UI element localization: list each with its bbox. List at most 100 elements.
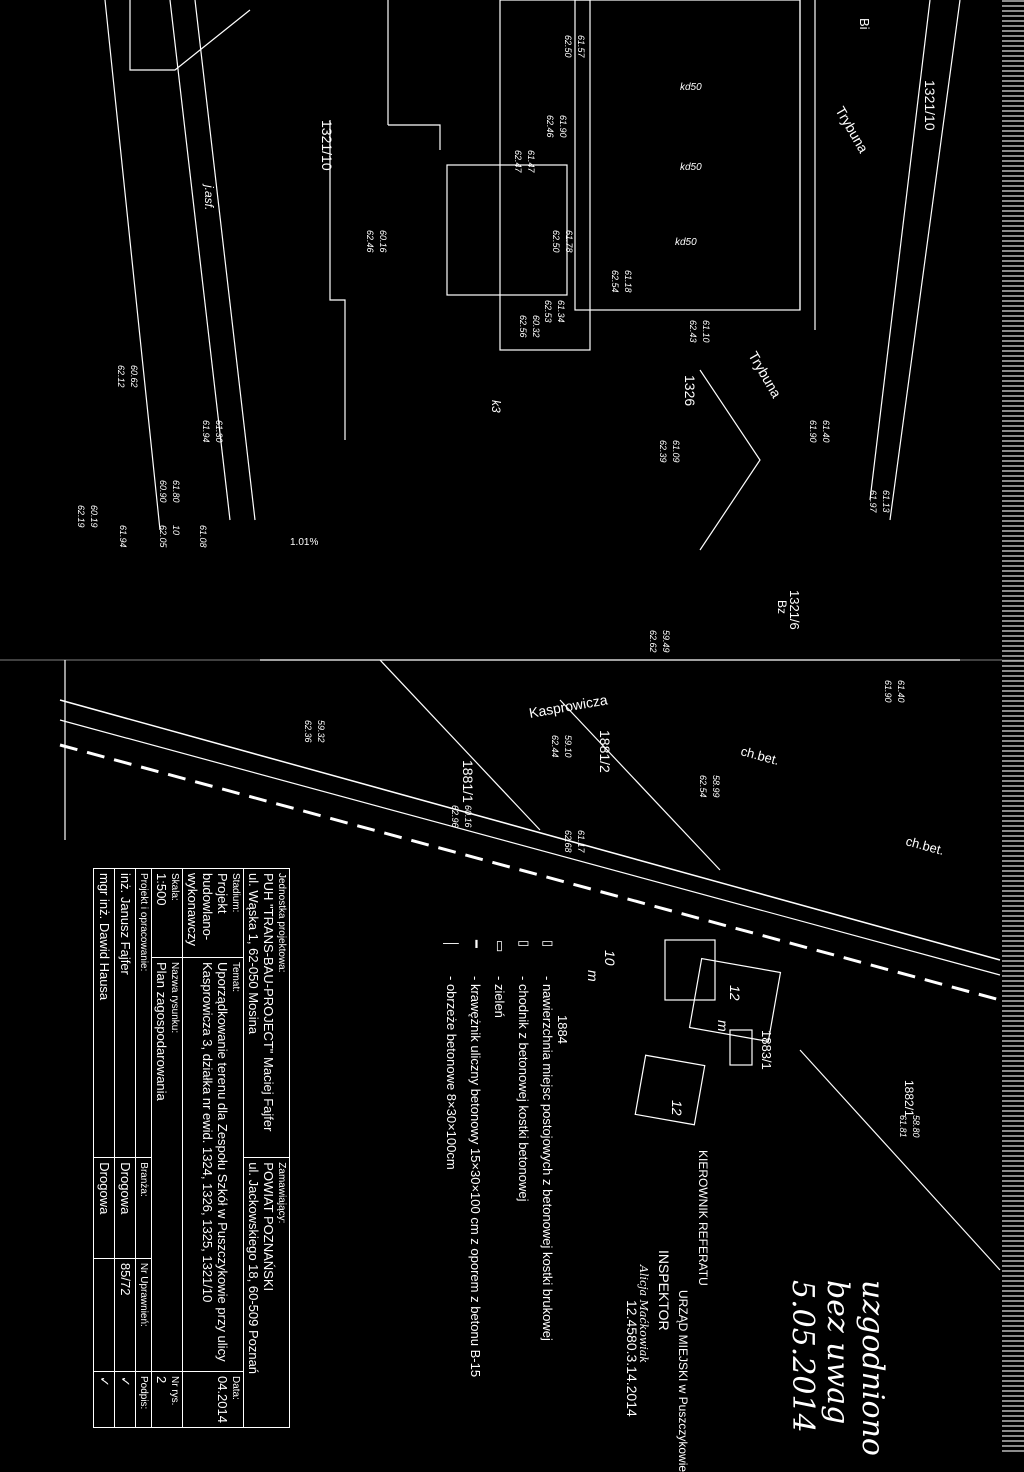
elevation-value: 61.90 [558, 115, 568, 138]
elevation-value: 61.18 [623, 270, 633, 293]
elevation-value: 61.17 [576, 830, 586, 854]
parcel-bi: Bi [857, 18, 872, 30]
legend-text: - nawierzchnia miejsc postojowych z beto… [540, 976, 556, 1341]
elevation-value: 59.32 [316, 720, 326, 743]
legend-item: ▯- chodnik z betonowej kostki betonowej [512, 940, 536, 1460]
legend: ▯ - nawierzchnia miejsc postojowych z bet… [440, 940, 560, 1460]
feature-label: k3 [489, 400, 503, 413]
elevation-value: 62.46 [545, 115, 555, 138]
author-name: mgr inż. Dawid Hausa [93, 868, 115, 1158]
stage-value: Projekt budowlano-wykonawczy [185, 873, 230, 946]
topic-label: Temat: [230, 962, 241, 993]
legend-item: ━ - krawężnik uliczny betonowy 15×30×100 … [464, 940, 488, 1460]
elevation-value: 60.62 [129, 365, 139, 388]
client-name: POWIAT POZNAŃSKI [261, 1162, 276, 1292]
legend-symbol-sidewalk: ▯ [517, 940, 532, 948]
legend-symbol-green: ▭ [493, 940, 508, 953]
elevation-value: 62.12 [116, 365, 126, 388]
author-license [93, 1258, 115, 1372]
elevation-value: 61.90 [808, 420, 818, 443]
elevation-value: 61.13 [881, 490, 891, 513]
elevation-value: 62.62 [648, 630, 658, 653]
building-number: 12 [727, 985, 743, 1001]
elevation-value: 61.94 [118, 525, 128, 548]
inspector-stamp: INSPEKTOR [656, 1250, 672, 1331]
legend-item: ▯ - nawierzchnia miejsc postojowych z bet… [536, 940, 560, 1460]
street-label: Trybuna [745, 349, 784, 401]
scale-label: Skala: [169, 873, 180, 901]
parcel-label: 1884 [555, 1015, 570, 1044]
legend-symbol-edging: │ [444, 940, 460, 949]
elevation-value: 61.09 [671, 440, 681, 463]
scale-value: 1:500 [154, 873, 169, 906]
building-use: m [585, 970, 601, 982]
author-branch: Drogowa [93, 1157, 115, 1259]
author-label: Projekt i opracowanie: [138, 873, 149, 972]
elevation-value: 61.80 [171, 480, 181, 503]
parcel-label: 1883/1 [759, 1030, 774, 1070]
author-license: 85/72 [114, 1258, 136, 1372]
author-name: inż. Janusz Fajfer [114, 868, 136, 1158]
title-block: Jednostka projektowa: PUH "TRANS-BAU-PRO… [40, 868, 290, 1428]
elevation-value: 62.47 [513, 150, 523, 174]
elevation-value: 61.97 [868, 490, 878, 514]
elevation-value: 62.44 [550, 735, 560, 758]
elevation-value: 61.57 [576, 35, 586, 59]
elevation-value: 61.94 [201, 420, 211, 443]
author-signature: ✓ [114, 1371, 136, 1428]
legend-symbol-curb: ━ [469, 940, 484, 948]
plan-linework [0, 0, 1024, 1271]
slope-label: 1.01% [290, 537, 318, 548]
street-label: Kasprowicza [528, 691, 609, 721]
parcel-label: 1881/2 [597, 730, 613, 773]
plan-labels: 1321/10 1321/10 1326 1321/6 1881/2 1881/… [202, 18, 946, 1117]
elevation-value: 59.10 [563, 735, 573, 758]
feature-label: kd50 [680, 82, 702, 93]
elevation-value: 61.47 [526, 150, 536, 174]
feature-label: kd50 [680, 162, 702, 173]
stage-label: Stadium: [230, 873, 241, 913]
scan-edge [1002, 0, 1024, 1453]
legend-item: │- obrzeże betonowe 8×30×100cm [440, 940, 464, 1460]
unit-address: ul. Wąska 1, 62-050 Mosina [246, 873, 261, 1035]
elevation-value: 60.90 [158, 480, 168, 503]
feature-label: ch.bet. [739, 743, 781, 768]
approval-handwriting: uzgodniono bez uwag 5.05.2014 [785, 1280, 890, 1456]
parcel-label: 1321/10 [922, 80, 938, 131]
feature-label: j.asf. [202, 183, 216, 210]
unit-name: PUH "TRANS-BAU-PROJECT" Maciej Fajfer [261, 873, 276, 1132]
elevation-value: 62.53 [543, 300, 553, 323]
elevation-value: 62.43 [688, 320, 698, 343]
elevation-value: 61.10 [701, 320, 711, 343]
parcel-label: 1326 [682, 375, 698, 406]
legend-symbol-paving: ▯ [541, 940, 556, 948]
parcel-suffix: Bz [775, 600, 789, 614]
legend-text: - krawężnik uliczny betonowy 15×30×100 c… [468, 976, 484, 1378]
parcel-label: 1321/6 [787, 590, 802, 630]
author-row: mgr inż. Dawid Hausa Drogowa ✓ [93, 868, 115, 1428]
elevation-value: 61.40 [821, 420, 831, 443]
building-use: m [715, 1020, 731, 1032]
elevation-value: 62.96 [450, 805, 460, 828]
elevation-value: 62.54 [610, 270, 620, 293]
elevation-value: 61.81 [898, 1115, 908, 1138]
case-number-stamp: 12.4580.3.14.2014 [624, 1300, 640, 1417]
legend-item: ▭ - zieleń [488, 940, 512, 1460]
elevation-value: 61.40 [896, 680, 906, 703]
office-stamp: URZĄD MIEJSKI w Puszczykowie [676, 1290, 690, 1472]
building-number: 10 [602, 950, 618, 966]
legend-text: - zieleń [492, 976, 508, 1018]
client-address: ul. Jackowskiego 18, 60-509 Poznań [246, 1162, 261, 1375]
sheet-label: Nr rys. [169, 1375, 180, 1406]
sheet-value: 2 [154, 1375, 169, 1384]
parcel-label: 1881/1 [460, 760, 476, 803]
elevation-value: 62.50 [551, 230, 561, 253]
elevation-value: 60.16 [463, 805, 473, 828]
elevation-value: 61.90 [883, 680, 893, 703]
branch-label: Branża: [138, 1162, 149, 1197]
kierownik-stamp: KIEROWNIK REFERATU [696, 1150, 710, 1286]
feature-label: ch.bet. [904, 833, 946, 858]
elevation-value: 61.34 [556, 300, 566, 323]
